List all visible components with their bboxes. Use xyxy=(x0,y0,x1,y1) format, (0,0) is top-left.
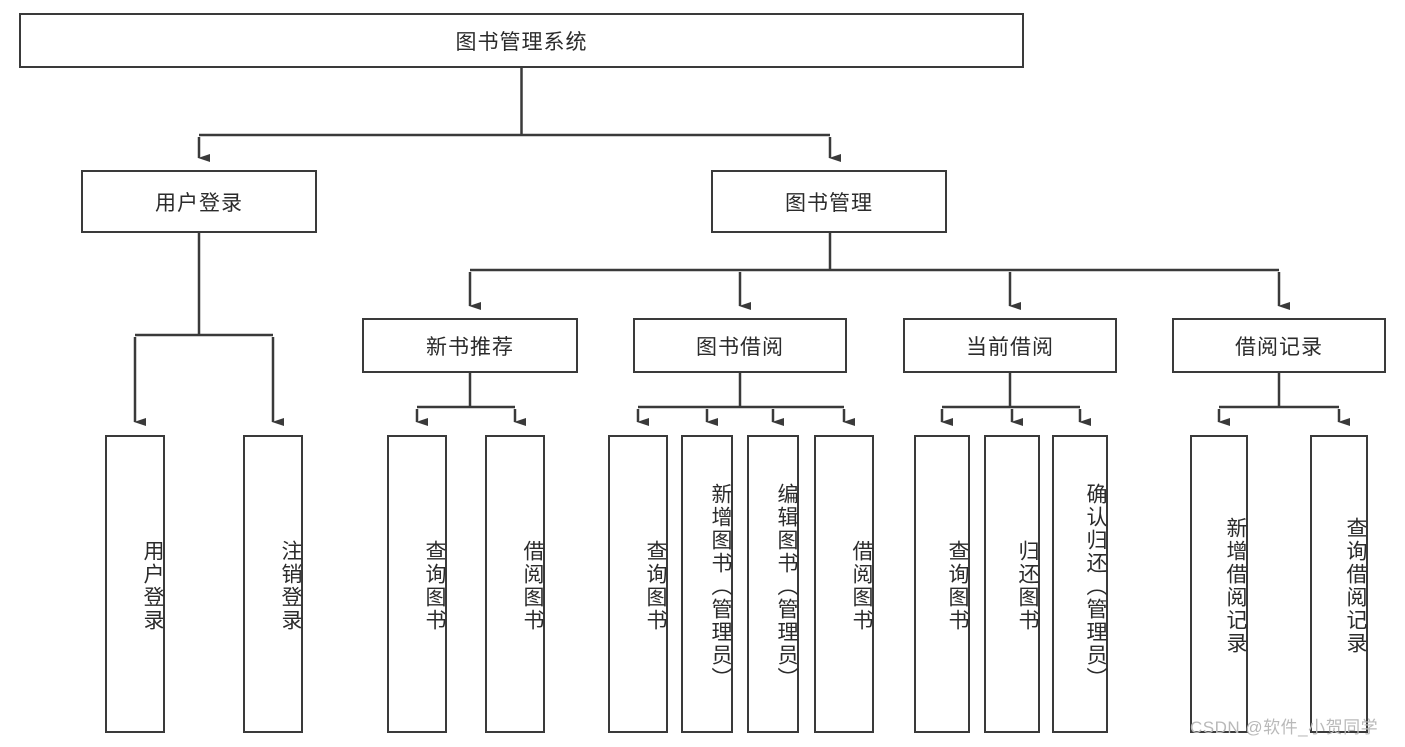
leaf-return-book[interactable]: 归还图书 xyxy=(984,435,1040,733)
leaf-user-login[interactable]: 用户登录 xyxy=(105,435,165,733)
leaf-add-borrow-record[interactable]: 新增借阅记录 xyxy=(1190,435,1248,733)
node-borrow-record[interactable]: 借阅记录 xyxy=(1172,318,1386,373)
node-book-management-label: 图书管理 xyxy=(785,191,873,215)
csdn-watermark: CSDN @软件_小贺同学 xyxy=(1190,718,1379,737)
leaf-return-book-label: 归还图书 xyxy=(1016,540,1039,632)
leaf-query-book-new[interactable]: 查询图书 xyxy=(387,435,447,733)
node-book-borrow-label: 图书借阅 xyxy=(696,335,784,359)
node-root[interactable]: 图书管理系统 xyxy=(19,13,1024,68)
leaf-add-book-admin-label: 新增图书（管理员） xyxy=(709,482,732,690)
leaf-logout[interactable]: 注销登录 xyxy=(243,435,303,733)
leaf-query-borrow-record-label: 查询借阅记录 xyxy=(1344,517,1367,655)
leaf-query-book-new-label: 查询图书 xyxy=(423,540,446,632)
leaf-borrow-book-label: 借阅图书 xyxy=(850,540,873,632)
node-current-borrow[interactable]: 当前借阅 xyxy=(903,318,1117,373)
leaf-query-book-borrow-label: 查询图书 xyxy=(644,540,667,632)
leaf-query-book-current[interactable]: 查询图书 xyxy=(914,435,970,733)
leaf-add-book-admin[interactable]: 新增图书（管理员） xyxy=(681,435,733,733)
leaf-query-borrow-record[interactable]: 查询借阅记录 xyxy=(1310,435,1368,733)
leaf-user-login-label: 用户登录 xyxy=(141,540,164,632)
leaf-add-borrow-record-label: 新增借阅记录 xyxy=(1224,517,1247,655)
node-borrow-record-label: 借阅记录 xyxy=(1235,335,1323,359)
node-book-management[interactable]: 图书管理 xyxy=(711,170,947,233)
node-user-login[interactable]: 用户登录 xyxy=(81,170,317,233)
node-root-label: 图书管理系统 xyxy=(455,30,588,54)
leaf-confirm-return-admin[interactable]: 确认归还（管理员） xyxy=(1052,435,1108,733)
leaf-edit-book-admin-label: 编辑图书（管理员） xyxy=(775,482,798,690)
leaf-edit-book-admin[interactable]: 编辑图书（管理员） xyxy=(747,435,799,733)
leaf-borrow-book[interactable]: 借阅图书 xyxy=(814,435,874,733)
node-current-borrow-label: 当前借阅 xyxy=(966,335,1054,359)
node-new-book-recommend[interactable]: 新书推荐 xyxy=(362,318,578,373)
leaf-borrow-book-new[interactable]: 借阅图书 xyxy=(485,435,545,733)
leaf-logout-label: 注销登录 xyxy=(279,540,302,632)
leaf-query-book-current-label: 查询图书 xyxy=(946,540,969,632)
leaf-query-book-borrow[interactable]: 查询图书 xyxy=(608,435,668,733)
leaf-borrow-book-new-label: 借阅图书 xyxy=(521,540,544,632)
node-new-book-recommend-label: 新书推荐 xyxy=(426,335,514,359)
node-book-borrow[interactable]: 图书借阅 xyxy=(633,318,847,373)
node-user-login-label: 用户登录 xyxy=(155,191,243,215)
leaf-confirm-return-admin-label: 确认归还（管理员） xyxy=(1084,482,1107,690)
